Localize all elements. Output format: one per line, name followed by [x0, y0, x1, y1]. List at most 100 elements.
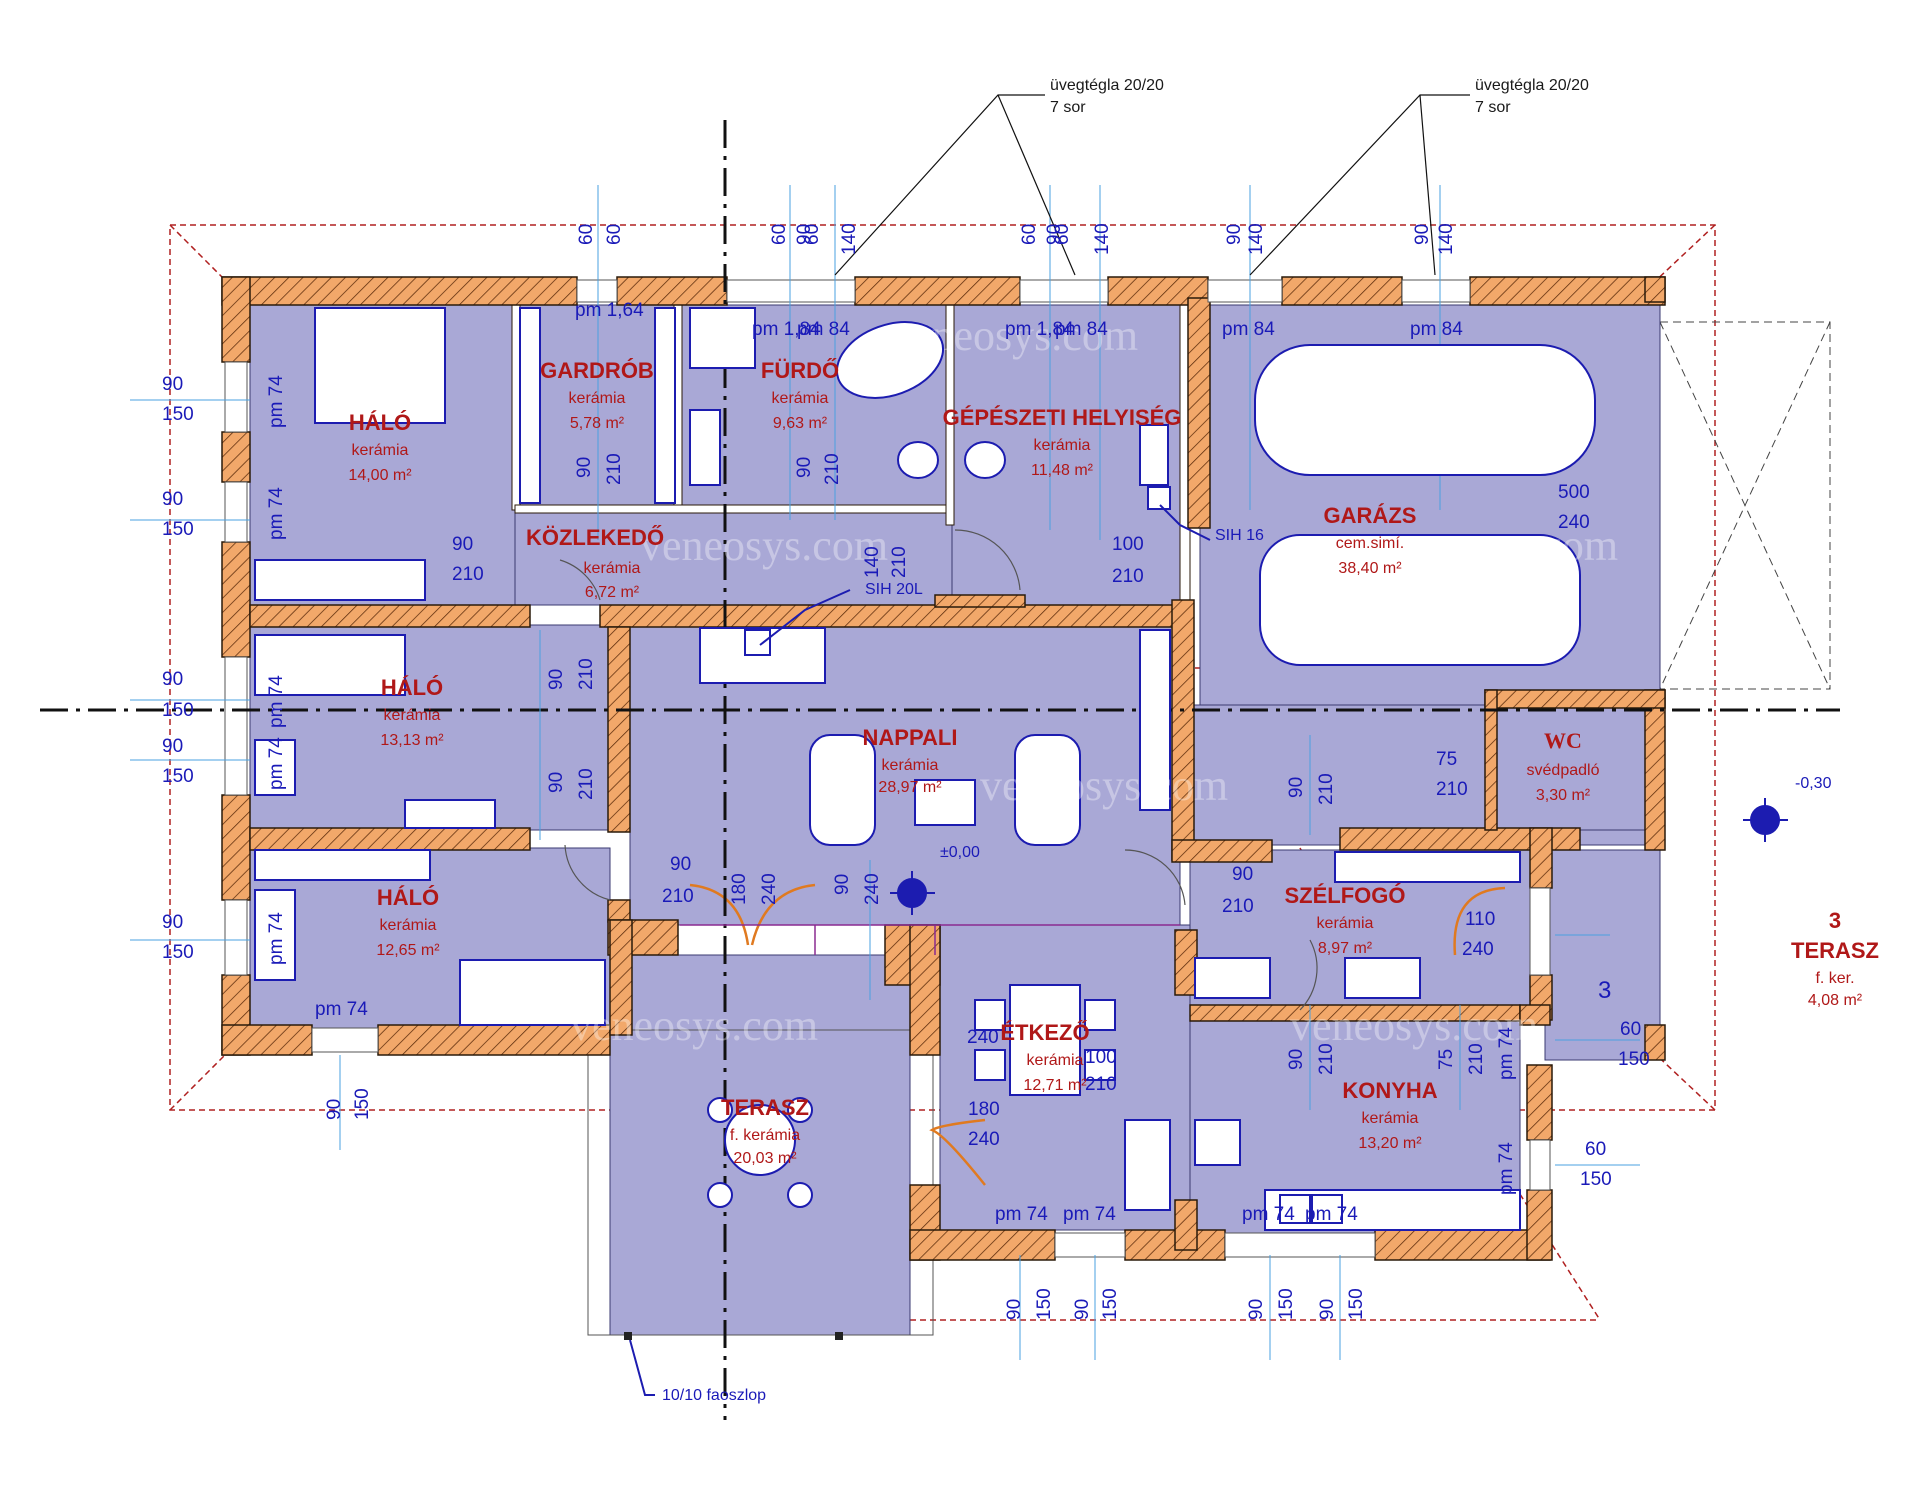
- shelf-halo2: [404, 799, 496, 829]
- dim-ter-150a: 150: [1618, 1049, 1650, 1070]
- coffee-table: [914, 779, 976, 826]
- watermark-1: veneosys.com: [890, 311, 1138, 360]
- dim-nap-210: 210: [662, 886, 694, 907]
- terrace-marker: 3: [1598, 977, 1611, 1004]
- etkezo-material: kerámia: [1027, 1052, 1084, 1069]
- nappali-material: kerámia: [882, 757, 939, 774]
- level-outside: -0,30: [1795, 775, 1832, 792]
- level-inside: ±0,00: [940, 844, 980, 861]
- dim-ter-240v: 240: [759, 873, 780, 905]
- terrace-chair-1: [707, 1097, 733, 1123]
- dim-szel-90: 90: [1232, 864, 1253, 885]
- dimensions-vertical: 60 60 60 90 60 140 60 90 60 140 90 140 9…: [266, 223, 1517, 1320]
- terasz1-material: f. kerámia: [730, 1127, 800, 1144]
- pipes: [680, 924, 1180, 955]
- halo3-name: HÁLÓ: [377, 885, 439, 910]
- dim-gard-210: 210: [604, 453, 625, 485]
- glass-block-note-2-line2: 7 sor: [1475, 99, 1511, 116]
- konyha-area: 13,20 m²: [1358, 1135, 1422, 1152]
- chair-3: [1084, 999, 1116, 1031]
- dim-pm84b: pm 84: [1055, 319, 1108, 340]
- dim-kon-pm74b: pm 74: [1496, 1142, 1517, 1195]
- doors: [559, 529, 1318, 1011]
- dim-kon-210v: 210: [1316, 1043, 1337, 1075]
- dim-halo2-150a: 150: [162, 700, 194, 721]
- gardrob-material: kerámia: [569, 390, 626, 407]
- dim-gard-90: 90: [574, 457, 595, 478]
- carport-outline: [1659, 321, 1831, 690]
- dim-pm184b: pm 1,84: [1005, 319, 1074, 340]
- bed-single-halo3: [459, 959, 606, 1026]
- dim-top-60b: 60: [604, 224, 625, 245]
- stove: [1194, 1119, 1241, 1166]
- dim-etk-240: 240: [967, 1027, 999, 1048]
- terrace-frame: [587, 1029, 934, 1336]
- dim-wc-210: 210: [1436, 779, 1468, 800]
- terrace-posts: [624, 1332, 843, 1340]
- sih16-note: SIH 16: [1215, 527, 1264, 544]
- glass-block-note-2-line1: üvegtégla 20/20: [1475, 77, 1589, 94]
- etkezo-area: 12,71 m²: [1023, 1077, 1087, 1094]
- watermark-3: veneosys.com: [980, 761, 1228, 810]
- dim-top-60d: 60: [802, 224, 823, 245]
- terasz3-num: 3: [1829, 908, 1841, 933]
- etkezo-name: ÉTKEZŐ: [1000, 1020, 1089, 1045]
- dim-szel-240: 240: [1462, 939, 1494, 960]
- glass-block-note-1-line1: üvegtégla 20/20: [1050, 77, 1164, 94]
- boiler: [1139, 424, 1169, 486]
- dim-pm84c: pm 84: [1222, 319, 1275, 340]
- dim-halo2-210v: 210: [576, 658, 597, 690]
- dim-halo3-pm74: pm 74: [266, 912, 287, 965]
- kozlekedo-material: kerámia: [584, 560, 641, 577]
- dining-table: [1009, 984, 1081, 1096]
- dim-kozl-210v: 210: [889, 546, 910, 578]
- room-veranda: [1544, 849, 1661, 1061]
- dim-top-140a: 140: [839, 223, 860, 255]
- gardrob-shelf-right: [654, 307, 676, 504]
- dim-pm74-halo3: pm 74: [315, 999, 368, 1020]
- konyha-name: KONYHA: [1342, 1078, 1437, 1103]
- dimension-guides: [130, 185, 1640, 1360]
- dim-furdo-210: 210: [822, 453, 843, 485]
- halo1-area: 14,00 m²: [348, 467, 412, 484]
- level-marker-outside: [1743, 798, 1788, 842]
- dim-bot-90a: 90: [324, 1099, 345, 1120]
- wc-name: WC: [1544, 728, 1582, 753]
- terasz3-material: f. ker.: [1815, 970, 1854, 987]
- leader-lines: [834, 94, 1470, 276]
- bench-szelfogo-1: [1194, 957, 1271, 999]
- halo2-name: HÁLÓ: [381, 675, 443, 700]
- dim-bot-150b: 150: [1034, 1288, 1055, 1320]
- dim-kozl-140: 140: [862, 546, 883, 578]
- terasz1-name: TERASZ: [721, 1095, 809, 1120]
- dim-pm74-kon2: pm 74: [1305, 1204, 1358, 1225]
- furdo-name: FÜRDŐ: [761, 358, 839, 383]
- watermark-4: veneosys.com: [570, 1001, 818, 1050]
- kozlekedo-name: KÖZLEKEDŐ: [526, 525, 664, 550]
- bed-single-halo2: [254, 634, 406, 696]
- dim-fol-90v: 90: [1286, 777, 1307, 798]
- sih20-note: SIH 20L: [865, 581, 923, 598]
- room-wc: [1494, 704, 1646, 831]
- gardrob-name: GARDRÓB: [540, 358, 654, 383]
- chair-4: [1084, 1049, 1116, 1081]
- dim-nap-240v: 240: [862, 873, 883, 905]
- orange-doors: [689, 883, 1506, 1186]
- cabinet-nappali: [1139, 629, 1171, 811]
- dim-halo1-90a: 90: [162, 374, 183, 395]
- dim-kon-210v2: 210: [1466, 1043, 1487, 1075]
- dim-kon-75v: 75: [1436, 1049, 1457, 1070]
- dim-halo2-pm74b: pm 74: [266, 737, 287, 790]
- halo3-area: 12,65 m²: [376, 942, 440, 959]
- sink-1: [1279, 1194, 1311, 1224]
- dim-bot-90c: 90: [1072, 1299, 1093, 1320]
- dim-top-90c: 90: [1224, 224, 1245, 245]
- halo2-material: kerámia: [384, 707, 441, 724]
- washbasin: [689, 409, 721, 486]
- watermark-6: veneosys.com: [1370, 521, 1618, 570]
- dim-pm84a: pm 84: [797, 319, 850, 340]
- sofa-1: [809, 734, 876, 846]
- dim-top-90d: 90: [1412, 224, 1433, 245]
- konyha-material: kerámia: [1362, 1110, 1419, 1127]
